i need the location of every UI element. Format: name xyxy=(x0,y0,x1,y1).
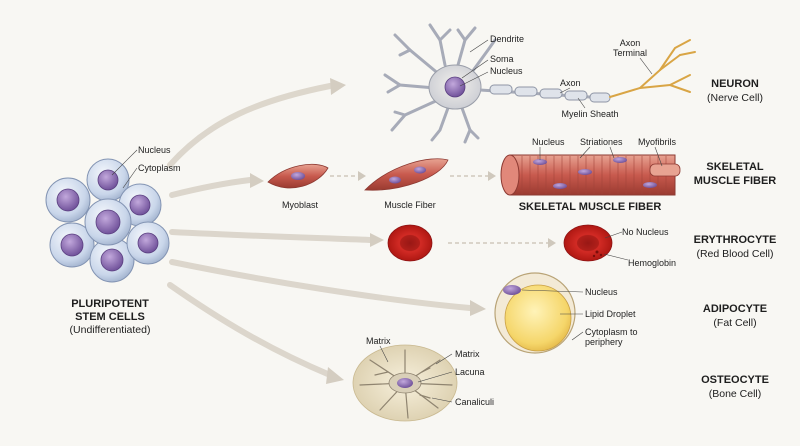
erythrocyte-title: ERYTHROCYTE xyxy=(694,234,777,246)
adipocyte-cytoplasm-label-1: Cytoplasm to xyxy=(585,327,638,337)
neuron-cell xyxy=(383,23,696,144)
osteocyte-matrix-left-label: Matrix xyxy=(366,336,391,346)
rbc-no-nucleus-label: No Nucleus xyxy=(622,227,669,237)
rbc-hemoglobin-label: Hemoglobin xyxy=(628,258,676,268)
adipocyte-cytoplasm-label-2: periphery xyxy=(585,337,623,347)
stem-nucleus-label: Nucleus xyxy=(138,145,171,155)
neuron-nucleus-label: Nucleus xyxy=(490,66,523,76)
neuron-soma-label: Soma xyxy=(490,54,514,64)
osteocyte-canaliculi-label: Canaliculi xyxy=(455,397,494,407)
myoblast-label: Myoblast xyxy=(282,200,319,210)
adipocyte-title: ADIPOCYTE xyxy=(703,303,767,315)
red-blood-cell-2 xyxy=(563,224,613,262)
osteocyte-lacuna-label: Lacuna xyxy=(455,367,485,377)
muscle-fiber-small xyxy=(364,158,449,191)
neuron-subtitle: (Nerve Cell) xyxy=(707,92,763,104)
adipocyte-nucleus-label: Nucleus xyxy=(585,287,618,297)
neuron-axon-label: Axon xyxy=(560,78,581,88)
osteocyte-subtitle: (Bone Cell) xyxy=(709,388,762,400)
muscle-title-line2: MUSCLE FIBER xyxy=(694,175,777,187)
adipocyte-subtitle: (Fat Cell) xyxy=(713,317,756,329)
muscle-fiber-label: Muscle Fiber xyxy=(384,200,436,210)
stem-title-line1: PLURIPOTENT xyxy=(71,298,149,310)
neuron-title: NEURON xyxy=(711,78,759,90)
stem-subtitle: (Undifferentiated) xyxy=(70,324,151,336)
osteocyte-cell xyxy=(352,344,458,422)
myoblast xyxy=(267,163,329,189)
muscle-striations-label: Striationes xyxy=(580,137,623,147)
neuron-axon-terminal-label-2: Terminal xyxy=(613,48,647,58)
neuron-myelin-label: Myelin Sheath xyxy=(561,109,618,119)
skeletal-muscle-bundle xyxy=(500,154,681,196)
neuron-axon-terminal-label-1: Axon xyxy=(620,38,641,48)
adipocyte-lipid-label: Lipid Droplet xyxy=(585,309,636,319)
muscle-caption: SKELETAL MUSCLE FIBER xyxy=(519,201,662,213)
erythrocyte-subtitle: (Red Blood Cell) xyxy=(696,248,773,260)
muscle-title-line1: SKELETAL xyxy=(706,161,764,173)
osteocyte-matrix-right-label: Matrix xyxy=(455,349,480,359)
stem-cytoplasm-label: Cytoplasm xyxy=(138,163,181,173)
red-blood-cell-1 xyxy=(387,224,433,262)
adipocyte-cell xyxy=(494,272,576,354)
muscle-myofibrils-label: Myofibrils xyxy=(638,137,677,147)
muscle-nucleus-label: Nucleus xyxy=(532,137,565,147)
arrow-heads xyxy=(250,78,486,384)
osteocyte-title: OSTEOCYTE xyxy=(701,374,769,386)
stem-title-line2: STEM CELLS xyxy=(75,311,145,323)
neuron-dendrite-label: Dendrite xyxy=(490,34,524,44)
stem-cell-cluster xyxy=(45,158,170,283)
differentiation-arrows xyxy=(167,83,473,378)
